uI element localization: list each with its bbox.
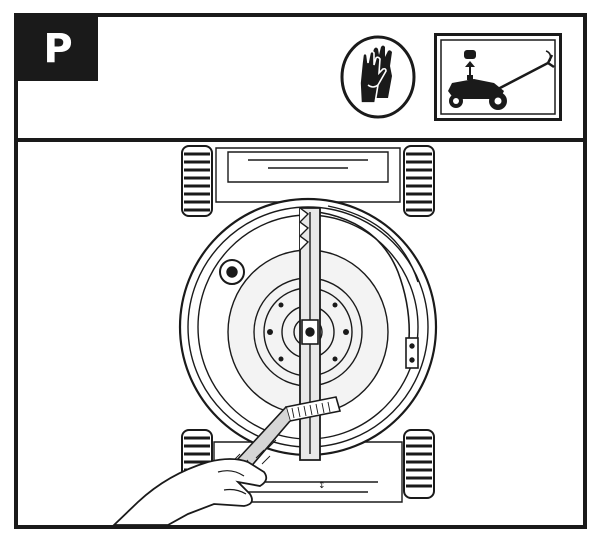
wheel-top-left: [181, 145, 213, 217]
wheel-top-right: [403, 145, 435, 217]
blade-label: ↕: [318, 481, 326, 491]
wheel-bottom-right: [403, 429, 435, 499]
mower-tilt-icon: [434, 33, 562, 121]
panel-header: P: [18, 17, 583, 142]
gloves-icon: [340, 35, 416, 119]
mower-underside-illustration: ↕: [112, 145, 438, 525]
step-label: P: [18, 17, 98, 81]
hand: [112, 458, 268, 525]
instruction-panel: P: [14, 13, 587, 529]
